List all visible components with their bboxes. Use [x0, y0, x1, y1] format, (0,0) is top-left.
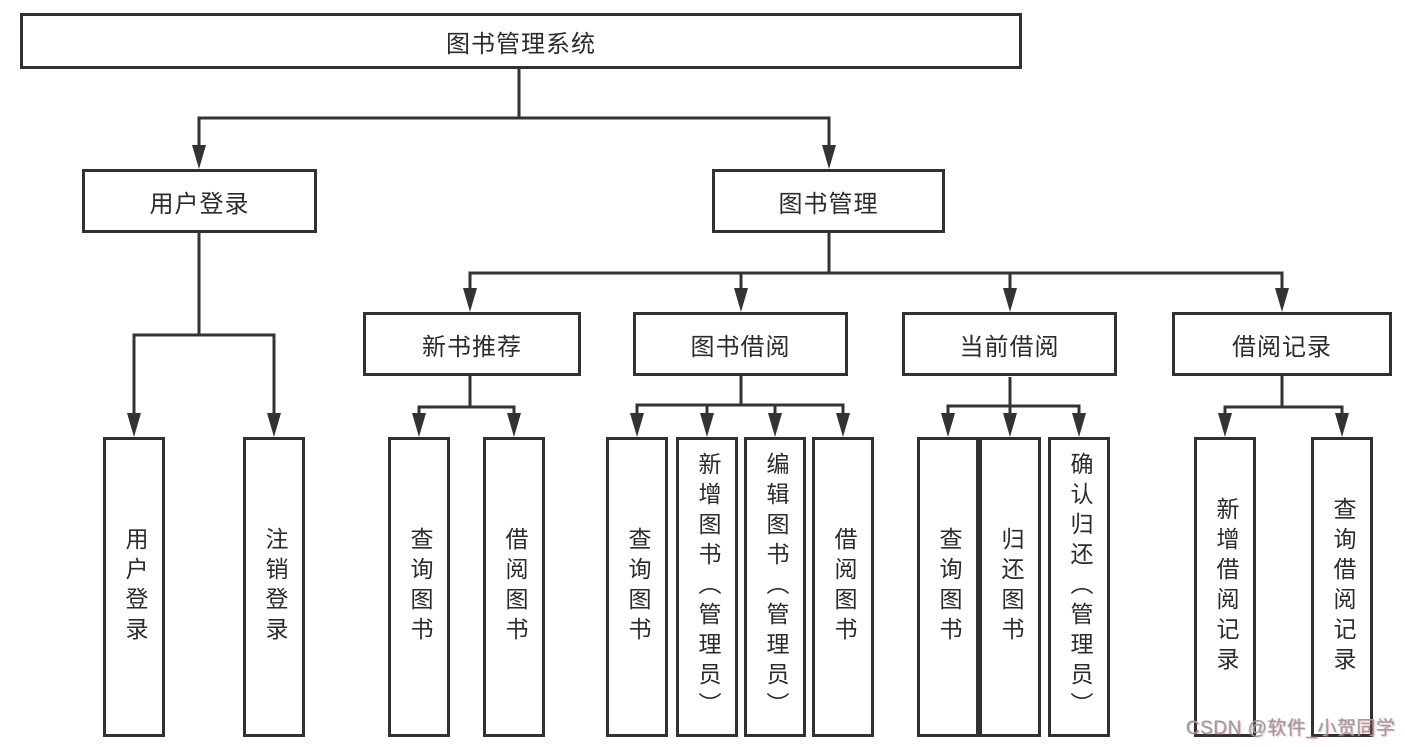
- leaf-add-books-admin: 新增图书（管理员）: [676, 437, 738, 737]
- node-borrow-records: 借阅记录: [1172, 312, 1392, 376]
- leaf-query-books-recommend: 查询图书: [388, 437, 450, 737]
- leaf-borrow-books: 借阅图书: [812, 437, 874, 737]
- leaf-return-books: 归还图书: [979, 437, 1041, 737]
- leaf-query-books-borrow: 查询图书: [606, 437, 668, 737]
- leaf-query-borrow-record: 查询借阅记录: [1311, 437, 1373, 737]
- node-current-borrow: 当前借阅: [902, 312, 1117, 376]
- node-new-book-recommend: 新书推荐: [363, 312, 581, 376]
- node-user-login: 用户登录: [82, 169, 317, 233]
- node-book-management: 图书管理: [712, 169, 945, 233]
- leaf-borrow-books-recommend: 借阅图书: [483, 437, 545, 737]
- leaf-edit-books-admin: 编辑图书（管理员）: [744, 437, 806, 737]
- leaf-user-login: 用户登录: [103, 437, 165, 737]
- leaf-confirm-return-admin: 确认归还（管理员）: [1048, 437, 1110, 737]
- node-book-borrow: 图书借阅: [633, 312, 848, 376]
- watermark: CSDN @软件_小贺同学: [1186, 718, 1396, 739]
- node-root: 图书管理系统: [20, 13, 1022, 69]
- leaf-add-borrow-record: 新增借阅记录: [1194, 437, 1256, 737]
- leaf-query-books-current: 查询图书: [917, 437, 979, 737]
- leaf-logout: 注销登录: [243, 437, 305, 737]
